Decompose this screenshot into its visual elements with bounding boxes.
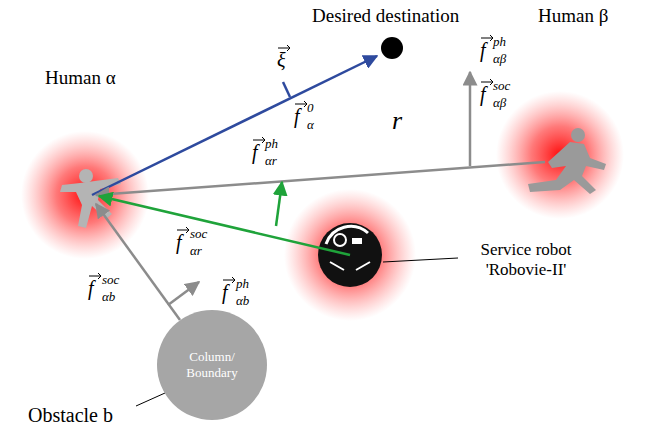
force-arrow [276, 182, 282, 226]
force-symbol: f [222, 282, 228, 302]
force-symbol: f [480, 84, 486, 104]
force-superscript: soc [493, 79, 510, 92]
force-superscript: soc [190, 227, 207, 240]
force-subscript: αβ [493, 52, 506, 65]
node-text: Column/ Boundary [177, 349, 247, 380]
normal-stub [283, 82, 290, 97]
force-superscript: soc [102, 273, 119, 286]
robot-symbol: r [392, 108, 402, 134]
force-arrow [96, 162, 545, 195]
leader-line [136, 393, 165, 406]
force-subscript: αb [102, 290, 115, 303]
force-symbol: f [176, 232, 182, 252]
force-arrow [99, 196, 350, 255]
personal-space [496, 91, 624, 219]
force-symbol: ξ [277, 50, 286, 70]
force-symbol: f [88, 278, 94, 298]
robot-label: Service robot 'Robovie-II' [462, 240, 590, 281]
obstacle-circle: Column/ Boundary [157, 310, 267, 420]
destination-label: Desired destination [312, 6, 459, 25]
force-superscript: ph [265, 137, 278, 150]
leader-line [383, 258, 458, 262]
force-arrow [96, 204, 180, 320]
force-superscript: ph [493, 35, 506, 48]
human-label: Human β [538, 6, 608, 25]
human-figure [528, 128, 606, 194]
force-symbol: f [294, 106, 300, 126]
human-label: Human α [45, 68, 116, 87]
force-subscript: α [307, 118, 314, 131]
force-subscript: αb [236, 294, 249, 307]
force-symbol: f [480, 40, 486, 60]
force-arrow [469, 72, 472, 166]
obstacle-label: Obstacle b [28, 405, 113, 425]
force-arrow [92, 56, 377, 195]
destination-dot [381, 37, 403, 59]
force-subscript: αr [265, 154, 277, 167]
personal-space [21, 131, 149, 259]
force-arrow [168, 282, 199, 305]
force-superscript: 0 [307, 101, 314, 114]
force-subscript: αβ [493, 96, 506, 109]
force-subscript: αr [190, 244, 202, 257]
force-symbol: f [252, 142, 258, 162]
force-superscript: ph [236, 277, 249, 290]
